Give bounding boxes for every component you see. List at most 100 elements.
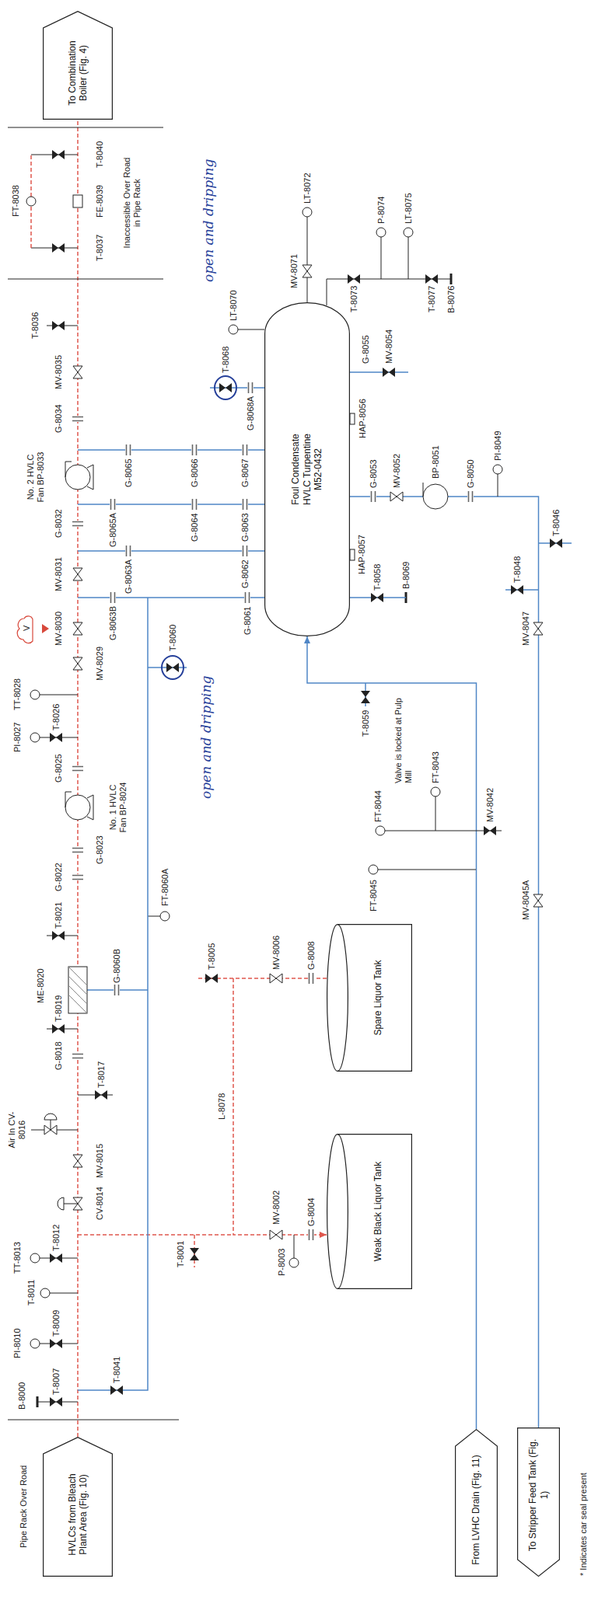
tag-label: G-8050 — [465, 458, 476, 490]
node-outline — [337, 1135, 348, 1291]
tag-label: G-8068A — [245, 395, 256, 432]
gasket-symbol — [109, 592, 116, 604]
fan-symbol — [65, 795, 91, 821]
tag-label: G-8065 — [123, 458, 134, 489]
tag-label: PI-8049 — [493, 430, 504, 462]
tag-label: T-8012 — [51, 1224, 62, 1253]
hand-drawn-circle — [161, 376, 237, 680]
tag-label: T-8058 — [372, 563, 383, 592]
valve-symbol — [382, 367, 396, 378]
tag-label: MV-8042 — [485, 787, 496, 824]
gasket-symbol — [72, 847, 84, 854]
fan-symbol — [65, 461, 94, 821]
flow-element — [349, 549, 355, 561]
gasket-symbol — [125, 545, 132, 557]
offpage-connector: To Combination Boiler (Fig. 4) — [42, 10, 113, 120]
tag-label: G-8063B — [108, 605, 119, 642]
valve-symbol — [52, 150, 65, 160]
gasket-symbol — [125, 444, 132, 456]
tag-label: T-8036 — [30, 311, 41, 340]
valve-symbol — [94, 1091, 108, 1101]
node-text: HVLCs from Bleach Plant Area (Fig. 10) — [66, 1465, 90, 1567]
pipe-line — [233, 979, 327, 1236]
tag-label: T-8017 — [96, 1061, 107, 1090]
tag-label: TT-8028 — [12, 678, 23, 712]
tag-label: G-8055 — [360, 334, 371, 365]
tag-label: MV-8052 — [391, 453, 403, 490]
revision-cloud — [17, 616, 49, 644]
node-outline — [326, 924, 413, 1073]
gasket-symbol — [72, 1053, 84, 1060]
tag-label: P-8074 — [376, 195, 387, 225]
gasket-symbol — [467, 491, 474, 503]
instrument-bubble — [26, 196, 36, 207]
zone-boundary — [7, 127, 179, 1421]
note-text: Valve is locked at Pulp Mill — [393, 697, 414, 785]
tag-label: CV-8014 — [94, 1186, 105, 1222]
instrument-bubble — [376, 227, 386, 238]
tag-label: T-8021 — [53, 902, 64, 931]
tag-label: G-8063A — [123, 559, 134, 595]
zone-boundary — [7, 127, 179, 1421]
instrument-bubble — [368, 865, 378, 875]
node-text: To Stripper Feed Tank (Fig. 1) — [527, 1437, 550, 1555]
instrument-bubble — [493, 465, 503, 475]
valve-symbol — [52, 1024, 65, 1035]
tank-shape: Weak Black Liquor Tank — [326, 1134, 413, 1291]
tag-label: ME-8020 — [35, 968, 46, 1005]
instrument-bubble — [375, 826, 385, 836]
valve-symbol — [52, 321, 65, 331]
note-text: * Indicates car seal present — [578, 1472, 589, 1578]
tag-label: G-8060B — [111, 948, 123, 985]
valve-symbol — [425, 274, 438, 284]
gasket-symbol — [109, 499, 116, 511]
tag-label: T-8068 — [220, 346, 231, 375]
pump-symbol — [423, 482, 424, 497]
instrument-bubble — [30, 733, 40, 743]
tag-label: G-8063 — [240, 512, 251, 543]
offpage-connector: From LVHC Drain (Fig. 11) — [454, 1430, 498, 1578]
node-outline — [265, 303, 350, 637]
tag-label: T-8007 — [51, 1368, 62, 1397]
node-text: Foul Condensate HVLC Turpentine M52-0432 — [290, 423, 324, 517]
fan-symbol — [65, 792, 94, 821]
valve-symbol — [269, 974, 283, 984]
tag-label: No. 1 HVLC Fan BP-8024 — [108, 779, 129, 837]
gasket-symbol — [370, 491, 377, 503]
tag-label: G-8065A — [108, 512, 119, 549]
blind-flange — [37, 273, 452, 1409]
tag-label: G-8061 — [242, 605, 253, 637]
instrument-bubble — [26, 196, 503, 1350]
valve-symbol — [73, 366, 83, 379]
tag-label: FT-8038 — [10, 184, 21, 218]
valve-symbol — [302, 265, 312, 278]
tag-label: MV-8015 — [94, 1143, 105, 1180]
pipe-line — [307, 636, 477, 1431]
node-text: Weak Black Liquor Tank — [372, 1162, 384, 1263]
tag-label: LT-8072 — [302, 171, 313, 205]
tag-label: G-8008 — [306, 940, 317, 972]
pump-symbol — [423, 484, 448, 510]
gasket-symbol — [191, 444, 198, 456]
arrow-head — [304, 636, 311, 644]
instrument-tap — [31, 154, 502, 1403]
gasket-symbol — [241, 499, 249, 511]
tag-label: G-8066 — [189, 458, 200, 489]
tag-label: T-8037 — [94, 234, 105, 263]
zone-label: Pipe Rack Over Road — [18, 1465, 29, 1550]
instrument-bubble — [30, 1339, 40, 1350]
tag-label: T-8009 — [51, 1310, 62, 1339]
node-outline — [327, 925, 413, 1073]
tag-label: No. 2 HVLC Fan BP-8033 — [25, 448, 46, 507]
flow-element — [349, 413, 355, 425]
tag-label: FT-8044 — [373, 790, 384, 824]
instrument-bubble — [160, 912, 170, 922]
gasket-symbol — [72, 765, 84, 773]
valve-symbol — [52, 243, 65, 253]
handwritten-note: open and dripping — [198, 675, 214, 801]
mist-eliminator — [68, 967, 88, 1015]
tag-label: HAP-8056 — [357, 398, 368, 440]
valve-symbol — [49, 1254, 63, 1264]
tag-label: G-8004 — [306, 1197, 317, 1228]
